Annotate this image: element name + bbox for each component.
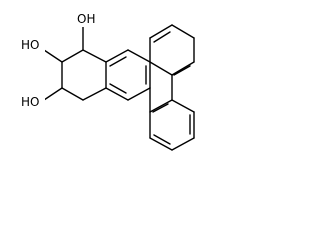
bond-c12a-c6a (149, 61, 173, 76)
ho-bottom-label: HO (21, 95, 39, 109)
bond-c5-c4a (171, 24, 195, 39)
oh-top-label: OH (77, 12, 95, 26)
bond-c11-c11a (82, 87, 107, 101)
bond-c12-c11a-inner (109, 83, 127, 94)
bond-c12b-c12a (171, 61, 195, 76)
bond-c7a-c7-inner (109, 56, 127, 67)
bond-c12-c11a (105, 87, 129, 101)
bond-c3b-c2b-inner (153, 134, 171, 145)
bond-c3b-c2b (149, 137, 173, 151)
ho-bottom-mask (20, 95, 45, 110)
saturated-ring (61, 49, 107, 101)
bond-c10-c11 (61, 87, 84, 101)
ho-middle-mask (20, 38, 45, 53)
ho-middle-label: HO (21, 38, 39, 52)
bond-c9-ho-middle (43, 49, 63, 63)
hydroxyl-bonds (43, 25, 84, 101)
bond-c7-c6a (127, 49, 151, 63)
oh-top-mask (76, 12, 100, 27)
aromatic-ring-b (105, 49, 151, 101)
bond-c12a-c12 (127, 87, 151, 101)
bond-c8-c9 (61, 49, 84, 63)
bond-c7a-c8 (82, 49, 107, 63)
bond-c4b-c3b (171, 137, 195, 151)
molecule-diagram: OH HO HO (20, 12, 195, 151)
bond-c6-c5 (149, 24, 173, 39)
bond-c1-c2 (149, 99, 173, 113)
bond-c7a-c7 (105, 49, 129, 63)
bond-c1-c4 (171, 99, 195, 113)
bond-c1-c2-inner (152, 103, 169, 113)
aromatic-ring-d (149, 74, 195, 151)
bond-c6-c5-inner (153, 31, 171, 43)
bond-c10-ho-bottom (43, 87, 63, 101)
atom-labels: OH HO HO (20, 12, 100, 110)
bond-c12b-c12a-inner (173, 65, 191, 76)
aromatic-ring-c (149, 24, 195, 76)
